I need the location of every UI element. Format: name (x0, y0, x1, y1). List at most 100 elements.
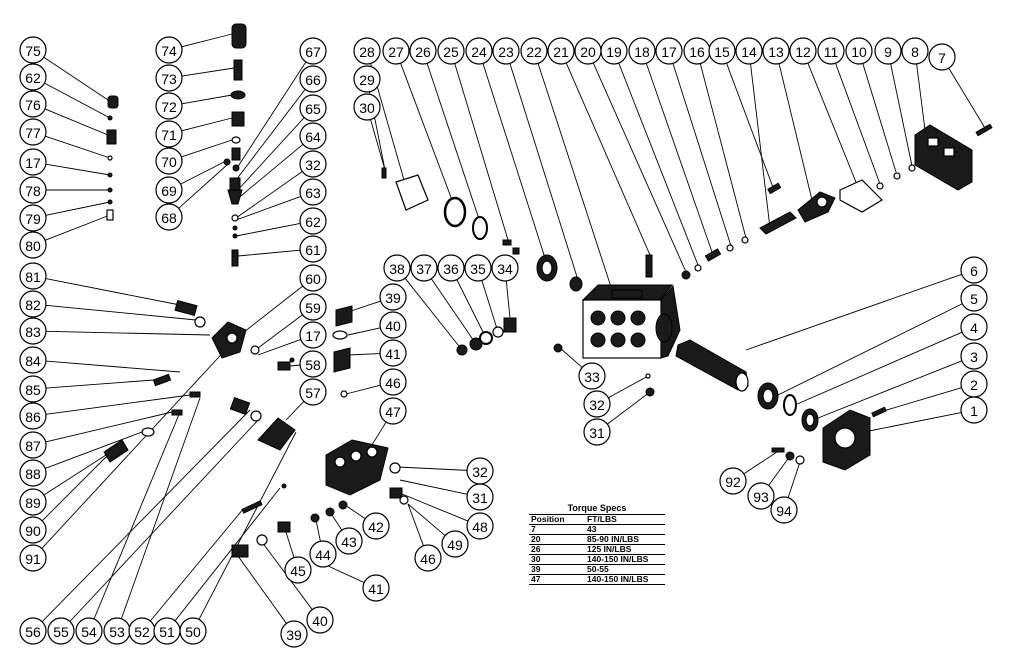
callout-number: 58 (305, 357, 321, 373)
leader-line (347, 327, 381, 336)
callout-number: 22 (526, 44, 542, 60)
callout-59: 59 (299, 293, 327, 321)
callout-number: 74 (161, 43, 177, 59)
sight-cover-29 (395, 174, 429, 211)
leader-line (505, 280, 511, 319)
leader-line (481, 280, 499, 333)
callout-number: 24 (471, 44, 487, 60)
leader-line (916, 63, 926, 131)
callout-number: 93 (753, 489, 769, 505)
leader-line (426, 63, 481, 223)
bolt-7 (975, 123, 993, 137)
callout-28: 28 (353, 37, 381, 65)
callout-72: 72 (155, 92, 183, 120)
part-drawings (103, 23, 993, 558)
leader-line (370, 119, 386, 171)
callout-31: 31 (583, 418, 611, 446)
leader-line (344, 504, 366, 520)
callout-92: 92 (719, 467, 747, 495)
callout-number: 16 (689, 44, 705, 60)
leader-line (482, 63, 546, 259)
callout-30: 30 (353, 93, 381, 121)
callout-number: 75 (25, 43, 41, 59)
callout-number: 84 (25, 353, 41, 369)
oring-4 (783, 394, 797, 416)
leader-line (120, 397, 201, 619)
leader-line (607, 391, 651, 425)
leader-line (890, 63, 913, 167)
leader-line (198, 431, 297, 620)
callout-number: 38 (389, 261, 405, 277)
callout-number: 11 (824, 44, 839, 60)
callout-16: 16 (683, 37, 711, 65)
callout-number: 91 (25, 551, 41, 567)
callout-number: 2 (970, 377, 978, 393)
leader-line (45, 360, 181, 373)
leader-line (347, 300, 381, 313)
nozzle-90 (103, 439, 129, 463)
callout-25: 25 (437, 37, 465, 65)
callout-86: 86 (19, 402, 47, 430)
callout-18: 18 (628, 37, 656, 65)
callout-number: 39 (286, 627, 302, 643)
leader-line (44, 214, 111, 241)
callout-number: 83 (25, 324, 41, 340)
callout-number: 56 (25, 624, 41, 640)
callout-number: 89 (25, 495, 41, 511)
leader-line (948, 67, 986, 129)
callout-number: 25 (443, 44, 459, 60)
callout-15: 15 (708, 37, 736, 65)
rear-cover-8 (914, 124, 973, 191)
leader-line (237, 555, 287, 624)
callout-83: 83 (19, 317, 47, 345)
callout-number: 35 (470, 261, 486, 277)
callout-5: 5 (960, 284, 988, 312)
leader-line (750, 63, 771, 229)
callout-7: 7 (928, 43, 956, 71)
callout-66: 66 (299, 65, 327, 93)
torque-cell: 39 (529, 564, 585, 575)
leader-line (817, 360, 963, 419)
torque-header-ftlbs: FT/LBS (585, 514, 665, 525)
callout-number: 66 (305, 72, 321, 88)
callout-55: 55 (47, 617, 75, 645)
torque-cell: 43 (585, 524, 665, 535)
callout-number: 28 (359, 44, 375, 60)
leader-line (180, 159, 229, 185)
leader-line (430, 278, 477, 345)
leader-line (181, 94, 233, 105)
callout-32: 32 (583, 390, 611, 418)
callout-32: 32 (299, 150, 327, 178)
leader-line (45, 330, 211, 336)
callout-40: 40 (379, 311, 407, 339)
callout-75: 75 (19, 36, 47, 64)
leader-line (835, 63, 881, 185)
callout-62: 62 (19, 63, 47, 91)
callout-24: 24 (465, 37, 493, 65)
callout-17: 17 (19, 148, 47, 176)
callout-78: 78 (19, 176, 47, 204)
callout-32: 32 (466, 457, 494, 485)
callout-number: 64 (305, 129, 321, 145)
callout-64: 64 (299, 122, 327, 150)
leader-line (178, 163, 229, 209)
callout-number: 6 (970, 263, 978, 279)
leader-line (237, 249, 301, 257)
callout-45: 45 (284, 556, 312, 584)
callout-54: 54 (75, 617, 103, 645)
leader-line (45, 411, 173, 443)
callout-57: 57 (299, 378, 327, 406)
leader-line (345, 384, 381, 395)
callout-number: 46 (420, 551, 436, 567)
callout-6: 6 (960, 256, 988, 284)
leader-line (399, 479, 468, 495)
leader-line (397, 466, 468, 471)
callout-number: 31 (589, 425, 605, 441)
callout-number: 33 (584, 369, 600, 385)
torque-cell: 7 (529, 524, 585, 535)
callout-91: 91 (19, 544, 47, 572)
